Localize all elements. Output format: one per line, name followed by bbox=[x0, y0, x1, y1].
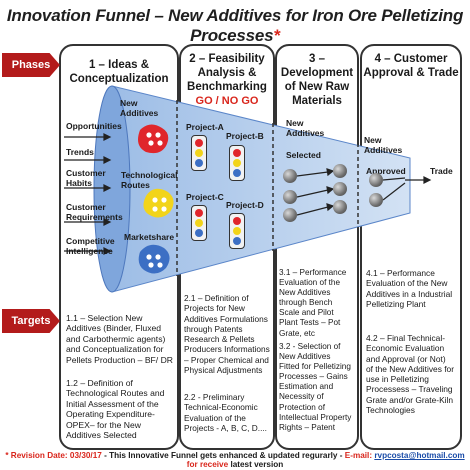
project-b-label: Project-B bbox=[226, 131, 264, 141]
column-1-heading: 1 – Ideas & Conceptualization bbox=[69, 59, 169, 85]
target-2-1: 2.1 – Definition of Projects for New Add… bbox=[184, 293, 270, 376]
project-c-label: Project-C bbox=[186, 192, 224, 202]
input-competitive-intelligence: Competitive Intelligence bbox=[66, 236, 115, 256]
traffic-light-c-icon bbox=[191, 205, 207, 241]
pellet-ball-icon bbox=[283, 208, 297, 222]
pellet-ball-icon bbox=[369, 193, 383, 207]
go-no-go-label: GO / NO GO bbox=[195, 95, 259, 107]
traffic-light-b-icon bbox=[229, 145, 245, 181]
target-3-2: 3.2 - Selection of New Additives Fitted … bbox=[279, 342, 352, 432]
stage4-approved: Approved bbox=[366, 166, 406, 176]
traffic-light-a-icon bbox=[191, 135, 207, 171]
target-3-1: 3.1 – Performance Evaluation of the New … bbox=[279, 268, 347, 338]
stage4-new-additives: New Additives bbox=[364, 135, 403, 155]
footer-middle: - This Innovative Funnel gets enhanced &… bbox=[101, 451, 345, 460]
target-1-1: 1.1 – Selection New Additives (Binder, F… bbox=[66, 313, 173, 365]
label-marketshare: Marketshare bbox=[124, 232, 175, 242]
targets-tag: Targets bbox=[2, 309, 60, 333]
project-d-label: Project-D bbox=[226, 200, 264, 210]
label-technological-routes: Technological Routes bbox=[121, 170, 178, 190]
pellet-ball-icon bbox=[369, 173, 383, 187]
pellet-ball-icon bbox=[283, 190, 297, 204]
title-text: Innovation Funnel – New Additives for Ir… bbox=[6, 6, 464, 45]
stage3-selected: Selected bbox=[286, 150, 321, 160]
page-title: Innovation Funnel – New Additives for Ir… bbox=[0, 6, 470, 46]
input-opportunities: Opportunities bbox=[66, 121, 122, 131]
pellet-ball-icon bbox=[333, 164, 347, 178]
footer-suffix: for receive bbox=[186, 460, 229, 469]
target-1-2: 1.2 – Definition of Technological Routes… bbox=[66, 378, 165, 441]
column-2: 2 – Feasibility Analysis & Benchmarking … bbox=[179, 44, 275, 450]
pellet-ball-icon bbox=[283, 169, 297, 183]
input-customer-requirements: Customer Requirements bbox=[66, 202, 123, 222]
traffic-light-d-icon bbox=[229, 213, 245, 249]
footer-end: latest version bbox=[228, 460, 284, 469]
label-new-additives: New Additives bbox=[120, 98, 159, 118]
column-2-heading: 2 – Feasibility Analysis & Benchmarking bbox=[187, 53, 267, 93]
footer-revision: * Revision Date: 03/30/17 bbox=[5, 451, 102, 460]
target-4-1: 4.1 – Performance Evaluation of the New … bbox=[366, 268, 453, 309]
footer: * Revision Date: 03/30/17 - This Innovat… bbox=[0, 451, 470, 469]
input-trends: Trends bbox=[66, 147, 94, 157]
targets-label: Targets bbox=[11, 315, 51, 327]
target-4-2: 4.2 – Final Technical-Economic Evaluatio… bbox=[366, 333, 454, 416]
pellet-ball-icon bbox=[333, 200, 347, 214]
target-2-2: 2.2 - Preliminary Technical-Economic Eva… bbox=[184, 392, 267, 433]
footer-email-label: E-mail: bbox=[344, 451, 375, 460]
pellet-ball-icon bbox=[333, 182, 347, 196]
stage3-new-additives: New Additives bbox=[286, 118, 325, 138]
project-a-label: Project-A bbox=[186, 122, 224, 132]
column-3-heading: 3 – Development of New Raw Materials bbox=[280, 53, 354, 107]
footer-email-link[interactable]: rvpcosta@hotmail.com bbox=[374, 451, 465, 460]
title-star: * bbox=[273, 26, 280, 45]
phases-tag: Phases bbox=[2, 53, 60, 77]
trade-label: Trade bbox=[430, 166, 453, 176]
input-customer-habits: Customer Habits bbox=[66, 168, 106, 188]
phases-label: Phases bbox=[11, 59, 51, 71]
column-4-heading: 4 – Customer Approval & Trade bbox=[363, 53, 459, 79]
